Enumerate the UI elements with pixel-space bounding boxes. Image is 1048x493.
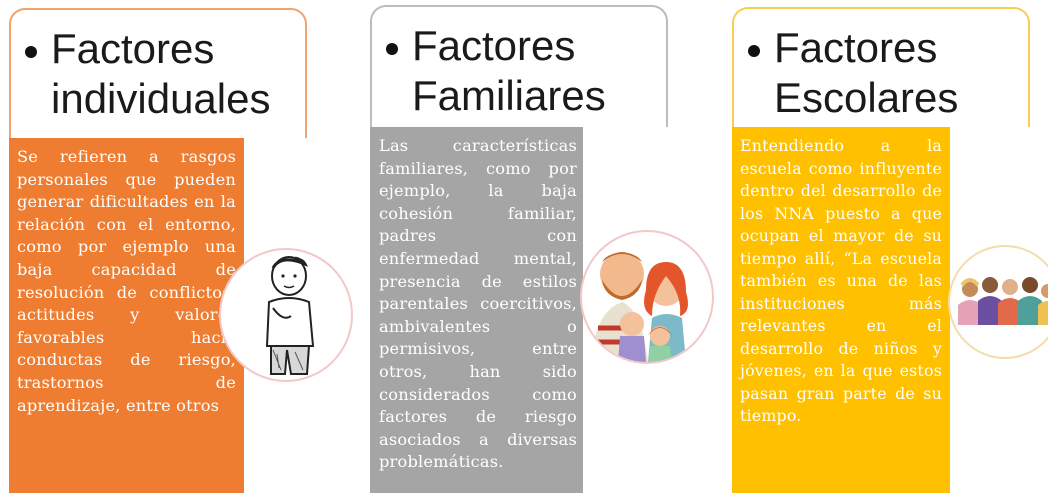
card-header: Factores individuales <box>9 8 307 138</box>
students-group-icon <box>948 245 1048 359</box>
family-icon <box>580 230 714 364</box>
card-header: Factores Escolares <box>732 7 1030 127</box>
card-header: Factores Familiares <box>370 5 668 127</box>
bullet-icon <box>748 45 760 57</box>
card-title-line2: individuales <box>51 75 271 122</box>
bullet-icon <box>386 43 398 55</box>
card-body: Las características familiares, como por… <box>370 127 583 493</box>
bullet-icon <box>25 46 37 58</box>
card-body: Entendiendo a la escuela como influyente… <box>732 127 950 493</box>
card-title-line1: Factores <box>51 25 215 72</box>
card-title-line2: Escolares <box>774 74 959 121</box>
card-title-line1: Factores <box>412 22 576 69</box>
card-title: Factores Familiares <box>412 21 712 121</box>
card-title-line2: Familiares <box>412 72 606 119</box>
card-title: Factores individuales <box>51 24 351 124</box>
card-title-line1: Factores <box>774 24 938 71</box>
boy-pointing-icon <box>219 248 353 382</box>
card-body: Se refieren a rasgos personales que pued… <box>9 138 244 493</box>
card-title: Factores Escolares <box>774 23 1048 123</box>
